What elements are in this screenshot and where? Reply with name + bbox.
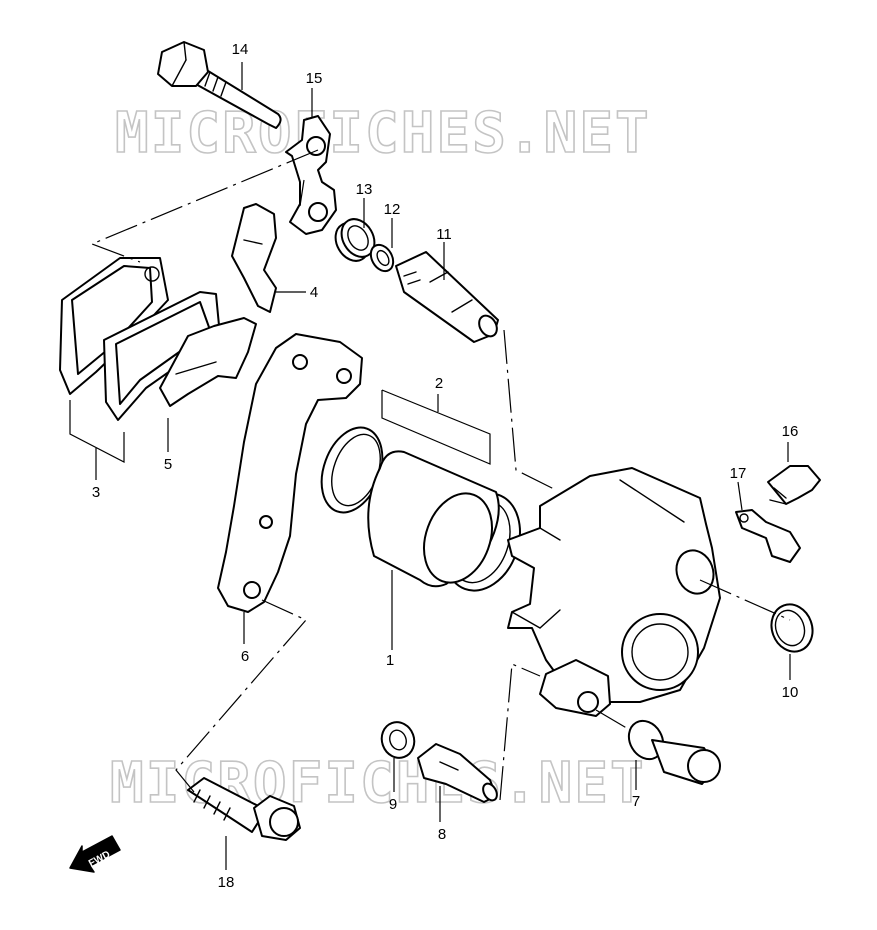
callout-4: 4 bbox=[310, 284, 318, 301]
callout-3: 3 bbox=[92, 484, 100, 501]
callout-2: 2 bbox=[435, 375, 443, 392]
callout-1: 1 bbox=[386, 652, 394, 669]
callout-15: 15 bbox=[306, 70, 323, 87]
callout-12: 12 bbox=[384, 201, 401, 218]
part-16-bleeder bbox=[767, 465, 821, 505]
callout-7: 7 bbox=[632, 793, 640, 810]
watermark-top: MICROFICHES.NET bbox=[115, 101, 651, 166]
part-12-ring bbox=[369, 243, 395, 273]
part-11-slide-pin bbox=[395, 251, 499, 343]
callout-10: 10 bbox=[782, 684, 799, 701]
part-3-brake-pads bbox=[59, 257, 221, 421]
callout-11: 11 bbox=[436, 226, 452, 243]
alignment-lines bbox=[90, 149, 791, 801]
part-4-pad-spring bbox=[231, 203, 277, 313]
callout-18: 18 bbox=[218, 874, 235, 891]
fwd-arrow-icon: FWD bbox=[69, 835, 121, 873]
callout-17: 17 bbox=[730, 465, 747, 482]
part-8-pin bbox=[417, 743, 498, 803]
callout-16: 16 bbox=[782, 423, 799, 440]
part-6-bracket bbox=[217, 333, 363, 613]
part-5-pad-spring bbox=[159, 317, 257, 407]
part-7-bolt bbox=[627, 719, 721, 785]
callout-9: 9 bbox=[389, 796, 397, 813]
caliper-body bbox=[507, 467, 721, 717]
part-14-bolt bbox=[157, 41, 282, 129]
part-9-washer bbox=[380, 721, 416, 759]
callout-8: 8 bbox=[438, 826, 446, 843]
part-15-lock-plate bbox=[285, 115, 337, 235]
part-13-boot bbox=[334, 218, 376, 262]
callout-5: 5 bbox=[164, 456, 172, 473]
callout-13: 13 bbox=[356, 181, 373, 198]
watermark-bottom: MICROFICHES.NET bbox=[110, 751, 646, 816]
callout-14: 14 bbox=[232, 41, 249, 58]
callout-6: 6 bbox=[241, 648, 249, 665]
callout-labels: 1 2 3 4 5 6 7 8 9 10 11 12 13 14 15 16 1… bbox=[92, 41, 799, 891]
part-10-cap bbox=[770, 603, 814, 653]
part-1-piston bbox=[367, 450, 500, 588]
part-17-bleeder-cap bbox=[735, 509, 801, 563]
leader-lines bbox=[69, 62, 791, 870]
part-18-bolt bbox=[187, 777, 301, 841]
